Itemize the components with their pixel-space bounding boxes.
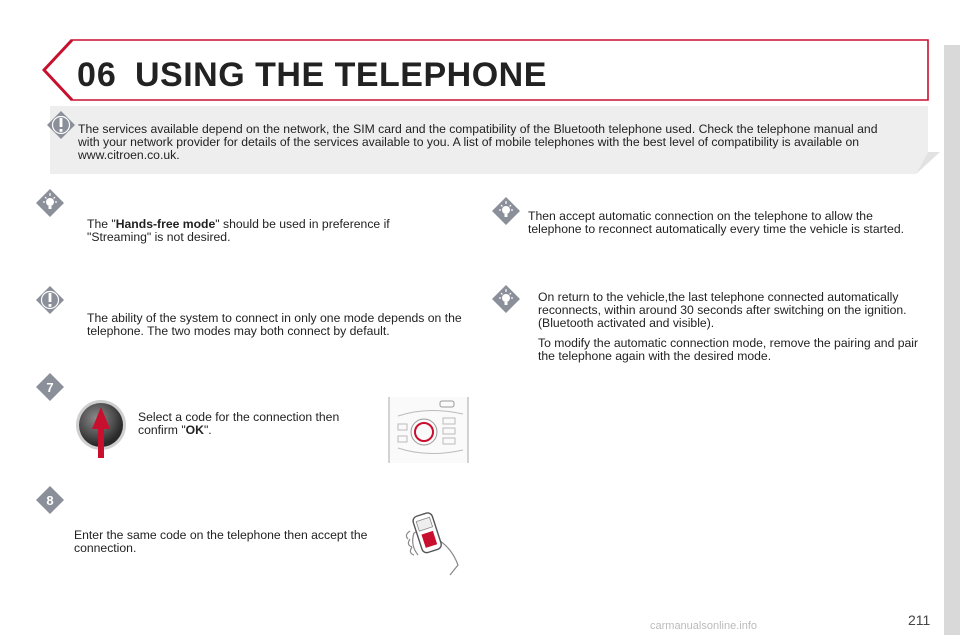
notice-box [50,106,940,174]
step-7-badge: 7 [35,372,65,402]
step-7-text: Select a code for the connection then co… [138,410,340,437]
page-title: USING THE TELEPHONE [135,56,547,94]
lightbulb-icon [491,196,521,226]
page-number: 211 [908,612,931,628]
chapter-number: 06 [77,56,117,94]
mobile-phone-hand-icon [400,505,462,577]
lightbulb-icon [491,284,521,314]
radio-control-panel-illustration [388,396,470,464]
hands-free-mode-label: Hands-free mode [115,217,216,231]
chapter-header-frame [42,38,929,102]
page-edge-tab [944,45,960,635]
watermark: carmanualsonline.info [650,620,758,632]
mode-connection-warning: The ability of the system to connect in … [87,311,462,338]
step-8-badge: 8 [35,485,65,515]
modify-connection-info: To modify the automatic connection mode,… [538,336,919,363]
lightbulb-icon [35,188,65,218]
rotary-knob-icon [74,395,130,459]
hands-free-tip: The "Hands-free mode" should be used in … [87,217,390,244]
warning-icon [46,110,76,140]
reconnect-info: On return to the vehicle,the last teleph… [538,290,907,330]
auto-connection-tip: Then accept automatic connection on the … [528,209,904,236]
step-8-text: Enter the same code on the telephone the… [74,528,368,555]
exclamation-icon [35,285,65,315]
ok-label: OK [185,423,204,437]
notice-text: The services available depend on the net… [78,122,878,162]
